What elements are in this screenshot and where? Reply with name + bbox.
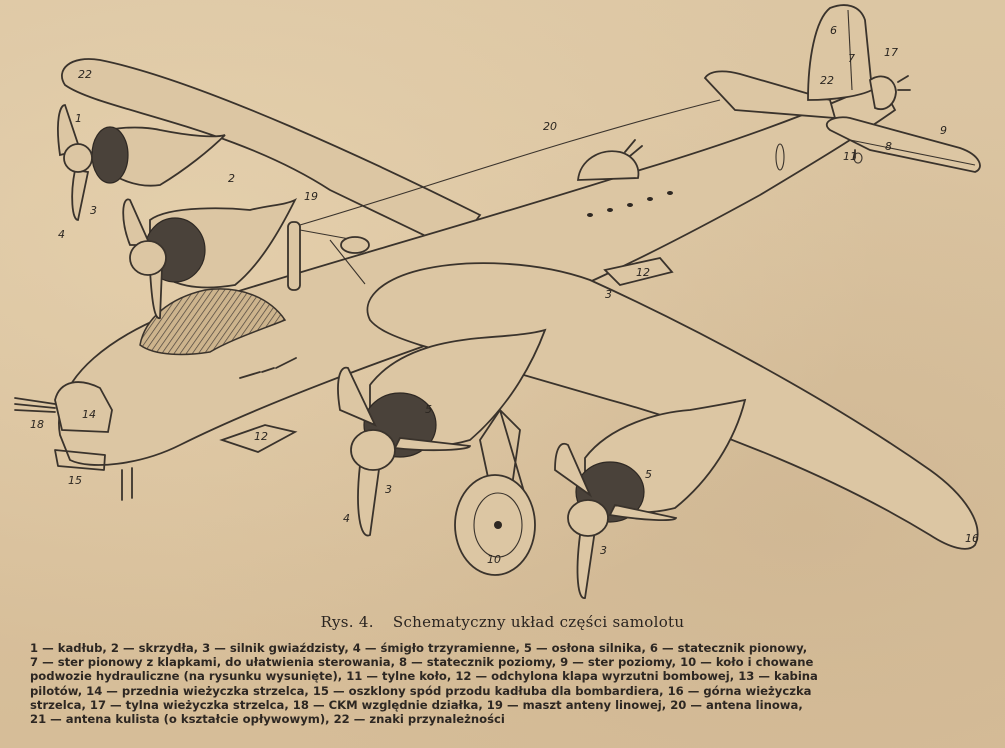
label-1: 1 [75, 112, 82, 125]
legend-text: 1 — kadłub, 2 — skrzydła, 3 — silnik gwi… [30, 641, 980, 726]
tail-turret [869, 75, 897, 110]
label-14: 14 [82, 408, 96, 421]
fuselage-windows [587, 143, 785, 217]
legend-line: 1 — kadłub, 2 — skrzydła, 3 — silnik gwi… [30, 641, 808, 655]
label-3-b: 3 [385, 483, 392, 496]
label-4-a: 4 [58, 228, 65, 241]
label-5-b: 5 [645, 468, 652, 481]
label-12-left: 12 [254, 430, 268, 443]
legend-line: 21 — antena kulista (o kształcie opływow… [30, 712, 505, 727]
label-6: 6 [830, 24, 837, 37]
main-wheel [454, 409, 536, 576]
caption-title: Schematyczny układ części samolotu [392, 613, 685, 631]
label-5-a: 5 [425, 403, 432, 416]
label-15: 15 [68, 474, 82, 487]
label-22-wing: 22 [78, 68, 92, 81]
legend-line: 7 — ster pionowy z klapkami, do ułatwien… [30, 655, 814, 670]
label-3-c: 3 [600, 544, 607, 557]
label-18: 18 [30, 418, 44, 431]
engine-upper-left [57, 104, 226, 221]
nose-turret [54, 381, 113, 433]
legend-line: podwozie hydrauliczne (na rysunku wysuni… [30, 669, 818, 684]
label-7: 7 [848, 52, 855, 65]
label-20: 20 [543, 120, 557, 133]
label-8: 8 [885, 140, 892, 153]
label-16: 16 [965, 532, 979, 545]
vertical-fin [807, 4, 873, 101]
label-10: 10 [487, 553, 501, 566]
label-19: 19 [304, 190, 318, 203]
upper-turret [577, 150, 640, 181]
label-9: 9 [940, 124, 947, 137]
cockpit-canopy [139, 288, 287, 356]
legend-line: pilotów, 14 — przednia wieżyczka strzelc… [30, 683, 812, 698]
engine-outer-right [554, 398, 747, 599]
caption-label: Rys. 4. [320, 613, 374, 631]
aircraft-schematic-drawing: 22 1 2 3 4 19 20 6 7 22 17 9 8 11 12 3 1… [14, 4, 981, 599]
label-2: 2 [228, 172, 235, 185]
legend-line: strzelca, 17 — tylna wieżyczka strzelca,… [30, 697, 803, 712]
tailplane-left [703, 70, 837, 119]
label-22-fin: 22 [820, 74, 834, 87]
engine-lower-left [122, 197, 298, 319]
label-3-a: 3 [90, 204, 97, 217]
engine-inner-right [337, 328, 547, 537]
label-17: 17 [884, 46, 898, 59]
label-12-right: 12 [636, 266, 650, 279]
part-labels: 22 1 2 3 4 19 20 6 7 22 17 9 8 11 12 3 1… [30, 24, 979, 566]
label-3-wing: 3 [605, 288, 612, 301]
label-11: 11 [843, 150, 857, 163]
tailplane [825, 116, 981, 173]
antenna-mast [287, 221, 301, 291]
label-4-b: 4 [343, 512, 350, 525]
figure-caption: Rys. 4. Schematyczny układ części samolo… [0, 613, 1005, 631]
